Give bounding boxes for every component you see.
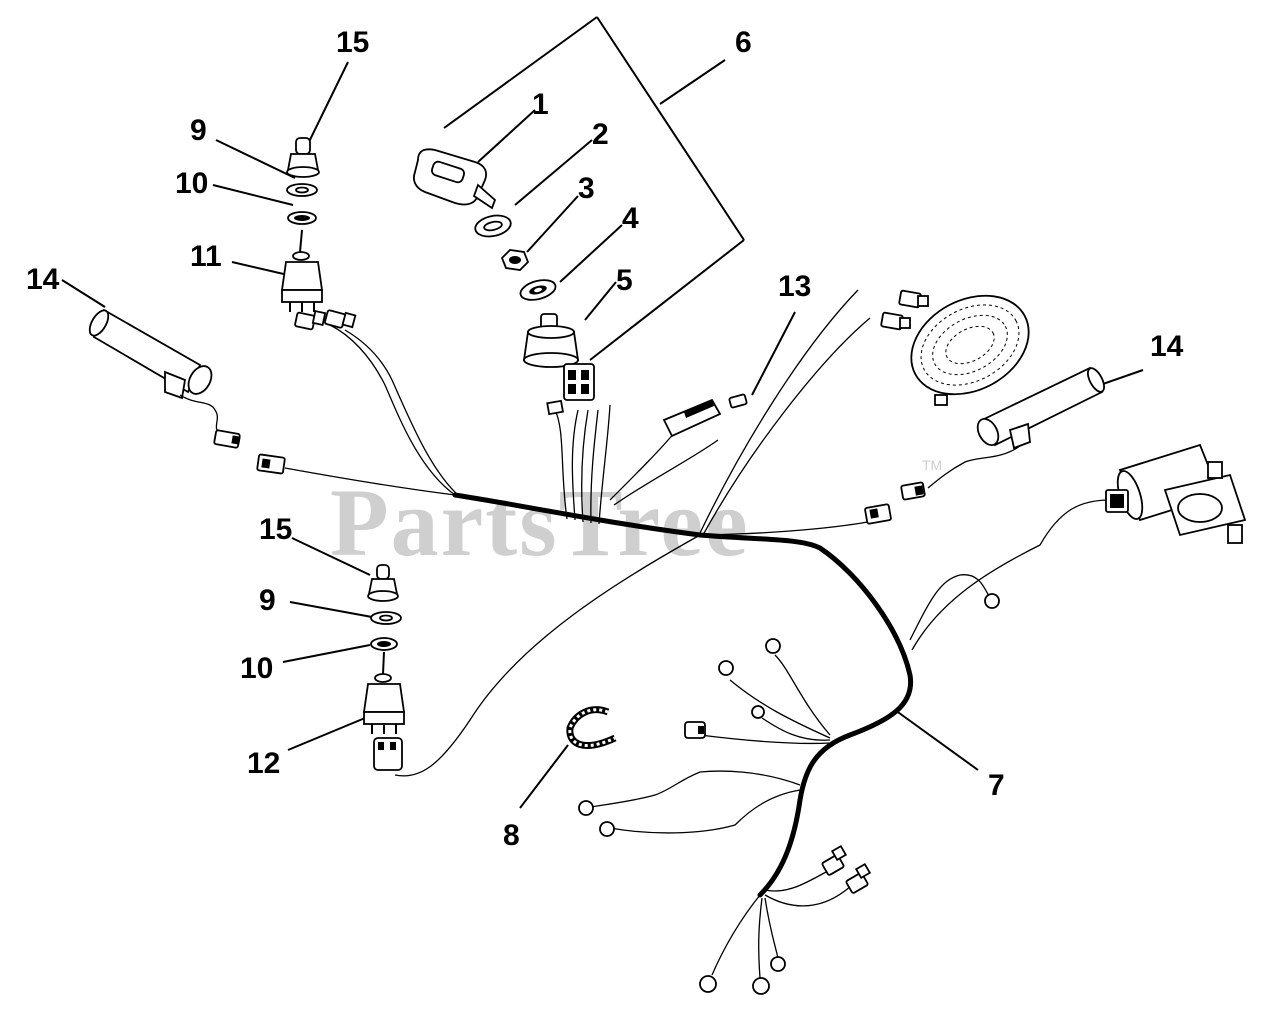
callout-2: 2: [592, 118, 609, 151]
flat-washer-bottom: [370, 611, 402, 625]
small-connector-5: [546, 399, 564, 416]
handle-grip-left: [88, 308, 241, 449]
spade-connectors-bottom: [821, 844, 872, 894]
callout-7: 7: [988, 769, 1005, 802]
handle-grip-right: [927, 366, 1105, 489]
toggle-switch-11: [280, 229, 324, 312]
callout-11: 11: [190, 240, 222, 273]
ignition-switch: [522, 313, 595, 401]
callout-13: 13: [778, 270, 811, 303]
lock-washer-top: [287, 211, 317, 225]
lock-washer-bottom: [370, 637, 398, 651]
callout-12: 12: [247, 747, 280, 780]
callout-10-bottom: 10: [240, 652, 273, 685]
hex-nut: [500, 249, 530, 271]
spade-connectors-11: [294, 309, 357, 331]
callout-1: 1: [532, 88, 549, 121]
callout-8: 8: [503, 819, 520, 852]
callout-labels: 15 9 10 11 14 1 2 3 4 5 6 13 14 15 9 10 …: [26, 26, 1184, 852]
toggle-boot-top: [286, 137, 320, 178]
rubber-washer: [474, 214, 512, 238]
callout-4: 4: [622, 202, 639, 235]
callout-5: 5: [616, 264, 633, 297]
harness-connector-right: [864, 481, 926, 525]
callout-15-top: 15: [336, 26, 369, 59]
watermark-tm: TM: [922, 457, 942, 473]
star-lock-washer: [519, 279, 557, 301]
cable-tie: [566, 706, 617, 749]
callout-3: 3: [578, 172, 595, 205]
fuse-holder: [662, 393, 748, 438]
flat-washer-top: [286, 183, 318, 197]
main-harness: [452, 492, 914, 898]
toggle-boot-bottom: [367, 564, 399, 602]
motor-assembly: [1105, 443, 1247, 544]
harness-branches: [284, 289, 1111, 979]
callout-9-bottom: 9: [259, 584, 276, 617]
callout-9-top: 9: [190, 114, 207, 147]
callout-10-top: 10: [175, 167, 208, 200]
ignition-key: [412, 148, 497, 210]
watermark-text: PartsTree: [330, 469, 750, 576]
callout-15-bottom: 15: [259, 513, 292, 546]
callout-6: 6: [735, 26, 752, 59]
toggle-switch-12: [362, 651, 406, 771]
callout-14-right: 14: [1150, 330, 1184, 363]
bullet-connector: [684, 721, 706, 739]
ring-terminals: [578, 593, 1000, 995]
leader-lines: [61, 16, 1144, 809]
headlight: [880, 289, 1030, 406]
callout-14-left: 14: [26, 263, 60, 296]
harness-connector-left: [256, 453, 286, 475]
